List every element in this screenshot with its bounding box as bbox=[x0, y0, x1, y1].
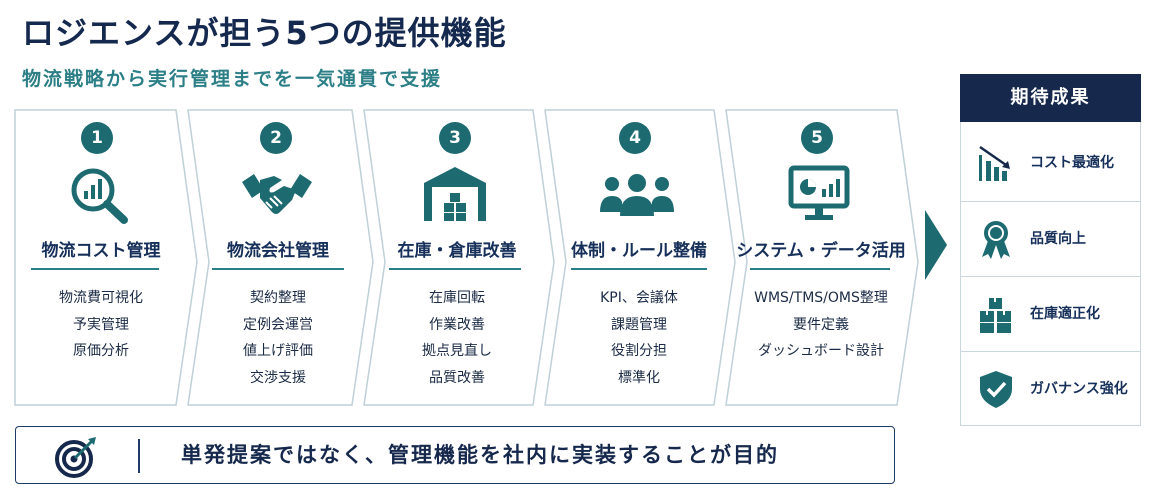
result-label: ガバナンス強化 bbox=[1030, 381, 1128, 397]
target-arrow-icon bbox=[55, 437, 96, 478]
step-1-item: 物流費可視化 bbox=[59, 290, 143, 306]
step-2-item: 交渉支援 bbox=[250, 369, 306, 386]
step-5-chevron bbox=[725, 109, 919, 406]
step-5-items: WMS/TMS/OMS整理 要件定義 ダッシュボード設計 bbox=[736, 285, 906, 365]
team-icon bbox=[600, 174, 674, 216]
warehouse-icon bbox=[424, 167, 486, 221]
step-3-item: 品質改善 bbox=[429, 369, 485, 386]
step-1-item: 原価分析 bbox=[73, 343, 129, 359]
step-1-item: 予実管理 bbox=[73, 316, 129, 333]
step-1-chevron bbox=[14, 109, 198, 406]
step-2-title: 物流会社管理 bbox=[227, 241, 329, 261]
boxes-icon bbox=[980, 298, 1011, 333]
step-5-item: WMS/TMS/OMS整理 bbox=[754, 290, 888, 306]
result-item-inventory: 在庫適正化 bbox=[960, 276, 1141, 351]
step-3-number: 3 bbox=[439, 122, 471, 154]
result-item-governance: ガバナンス強化 bbox=[960, 351, 1141, 426]
step-3-item: 在庫回転 bbox=[429, 290, 485, 306]
step-4-item: 標準化 bbox=[618, 369, 660, 386]
results-heading: 期待成果 bbox=[960, 74, 1141, 122]
step-4-title: 体制・ルール整備 bbox=[571, 241, 707, 261]
step-1-number: 1 bbox=[81, 122, 113, 154]
step-3-items: 在庫回転 作業改善 拠点見直し 品質改善 bbox=[373, 285, 541, 391]
step-2-item: 定例会運営 bbox=[243, 316, 313, 333]
step-2-item: 契約整理 bbox=[250, 290, 306, 306]
result-item-quality: 品質向上 bbox=[960, 201, 1141, 276]
step-3-divider bbox=[389, 268, 521, 270]
cost-down-chart-icon bbox=[979, 145, 1010, 181]
step-2-items: 契約整理 定例会運営 値上げ評価 交渉支援 bbox=[196, 285, 360, 391]
step-1-items: 物流費可視化 予実管理 原価分析 bbox=[15, 285, 187, 365]
purpose-message: 単発提案ではなく、管理機能を社内に実装することが目的 bbox=[181, 443, 779, 467]
step-2-item: 値上げ評価 bbox=[243, 343, 313, 359]
award-ribbon-icon bbox=[982, 221, 1010, 259]
result-item-cost: コスト最適化 bbox=[960, 126, 1141, 201]
process-chevrons bbox=[14, 109, 947, 406]
step-4-number: 4 bbox=[619, 122, 651, 154]
monitor-chart-icon bbox=[788, 165, 850, 220]
step-4-divider bbox=[571, 268, 707, 270]
page-subtitle: 物流戦略から実行管理までを一気通貫で支援 bbox=[22, 68, 443, 90]
step-4-item: 役割分担 bbox=[611, 343, 667, 359]
banner-divider bbox=[138, 439, 140, 473]
result-label: 品質向上 bbox=[1030, 231, 1086, 247]
step-5-number: 5 bbox=[801, 122, 833, 154]
step-5-item: ダッシュボード設計 bbox=[758, 343, 884, 359]
shield-check-icon bbox=[980, 371, 1012, 408]
step-5-divider bbox=[750, 268, 890, 270]
step-3-chevron bbox=[363, 109, 555, 406]
step-4-items: KPI、会議体 課題管理 役割分担 標準化 bbox=[554, 285, 724, 391]
step-2-chevron bbox=[187, 109, 374, 406]
flow-arrow bbox=[925, 210, 947, 280]
step-5-title: システム・データ活用 bbox=[736, 241, 906, 261]
step-1-divider bbox=[31, 268, 159, 270]
step-2-number: 2 bbox=[260, 122, 292, 154]
result-label: 在庫適正化 bbox=[1030, 306, 1100, 322]
step-4-item: KPI、会議体 bbox=[600, 290, 678, 306]
handshake-icon bbox=[242, 174, 312, 214]
step-3-item: 作業改善 bbox=[429, 316, 485, 333]
step-5-item: 要件定義 bbox=[793, 316, 849, 333]
result-label: コスト最適化 bbox=[1030, 155, 1114, 171]
magnifier-chart-icon bbox=[71, 168, 128, 224]
step-2-divider bbox=[212, 268, 344, 270]
page-title: ロジエンスが担う5つの提供機能 bbox=[22, 14, 507, 52]
step-3-item: 拠点見直し bbox=[422, 343, 492, 359]
step-3-title: 在庫・倉庫改善 bbox=[397, 241, 517, 261]
step-4-chevron bbox=[544, 109, 736, 406]
step-4-item: 課題管理 bbox=[611, 316, 667, 333]
step-1-title: 物流コスト管理 bbox=[41, 241, 161, 261]
purpose-banner: 単発提案ではなく、管理機能を社内に実装することが目的 bbox=[15, 426, 895, 484]
